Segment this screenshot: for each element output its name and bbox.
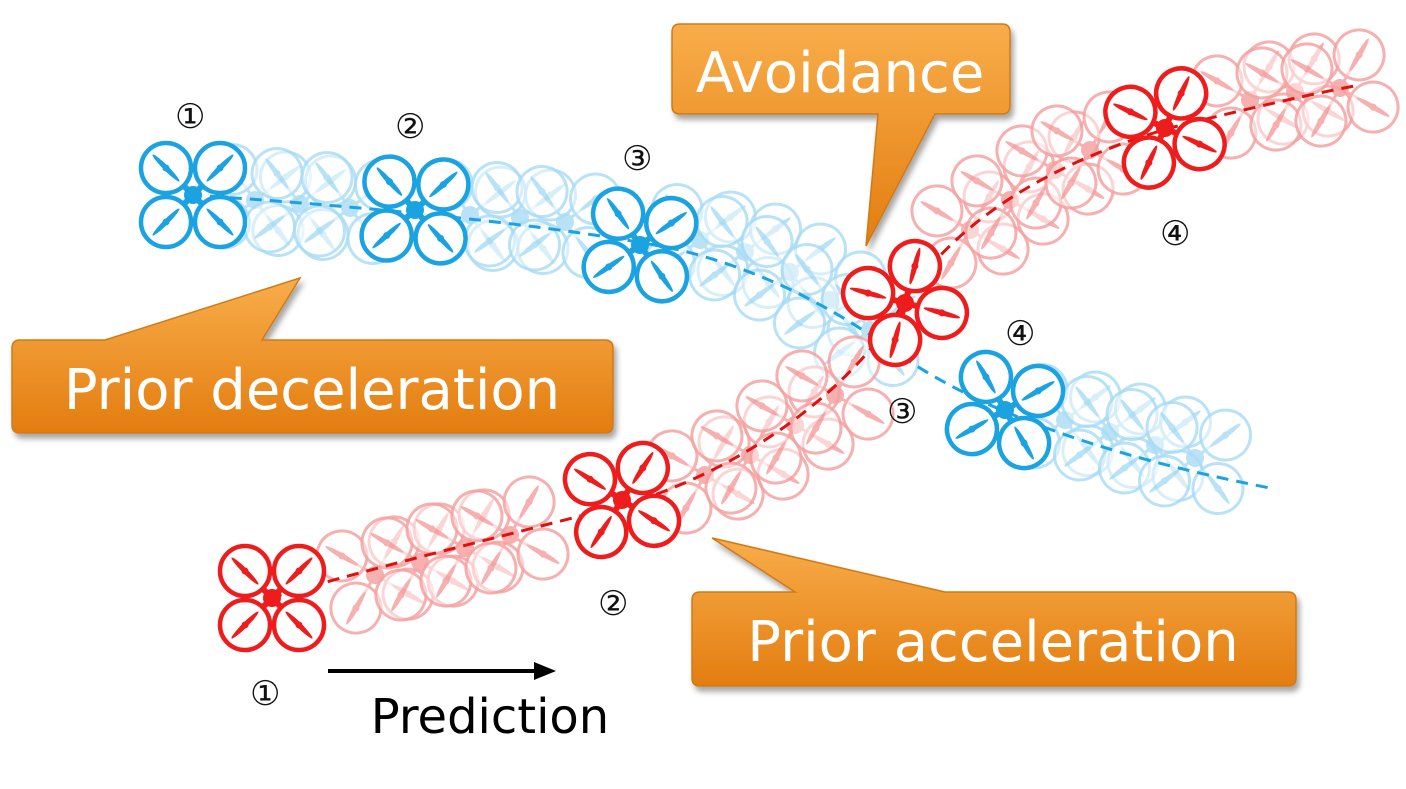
- avoidance-callout: [671, 23, 1011, 247]
- red-step-1-label: ①: [250, 674, 280, 714]
- prior-acceleration-callout-text: Prior acceleration: [747, 610, 1238, 675]
- prediction-arrow: [328, 662, 556, 680]
- red-predicted-trajectory: [315, 28, 1400, 635]
- blue-ghost-drone: [688, 195, 802, 309]
- blue-step-4-label: ④: [1005, 314, 1035, 354]
- red-step-4-label: ④: [1160, 214, 1190, 254]
- blue-ghost-drone: [1138, 401, 1252, 515]
- prior-acceleration-callout: [691, 537, 1297, 687]
- red-step-3-label: ③: [887, 392, 917, 432]
- blue-step-2-label: ②: [395, 107, 425, 147]
- blue-drone-2: [359, 154, 471, 266]
- red-drone-4: [1103, 66, 1227, 190]
- red-ghost-drone: [1280, 28, 1400, 148]
- red-ghost-drone: [450, 475, 570, 595]
- prior-deceleration-callout: [11, 276, 614, 434]
- blue-drone-4: [944, 349, 1066, 471]
- prior-deceleration-callout-text: Prior deceleration: [64, 358, 560, 423]
- blue-step-3-label: ③: [622, 139, 652, 179]
- red-step-2-label: ②: [598, 584, 628, 624]
- red-ghost-drone: [775, 335, 895, 455]
- avoidance-callout-text: Avoidance: [696, 41, 985, 106]
- blue-ghost-drone: [1053, 375, 1167, 489]
- red-ghost-drone: [950, 140, 1070, 260]
- blue-drone-1: [138, 140, 248, 250]
- red-drone-3: [840, 238, 970, 368]
- red-drone-2: [562, 440, 682, 560]
- blue-step-1-label: ①: [175, 97, 205, 137]
- prediction-label: Prediction: [371, 689, 609, 745]
- blue-drone-3: [581, 186, 699, 304]
- red-drone-1: [217, 543, 327, 653]
